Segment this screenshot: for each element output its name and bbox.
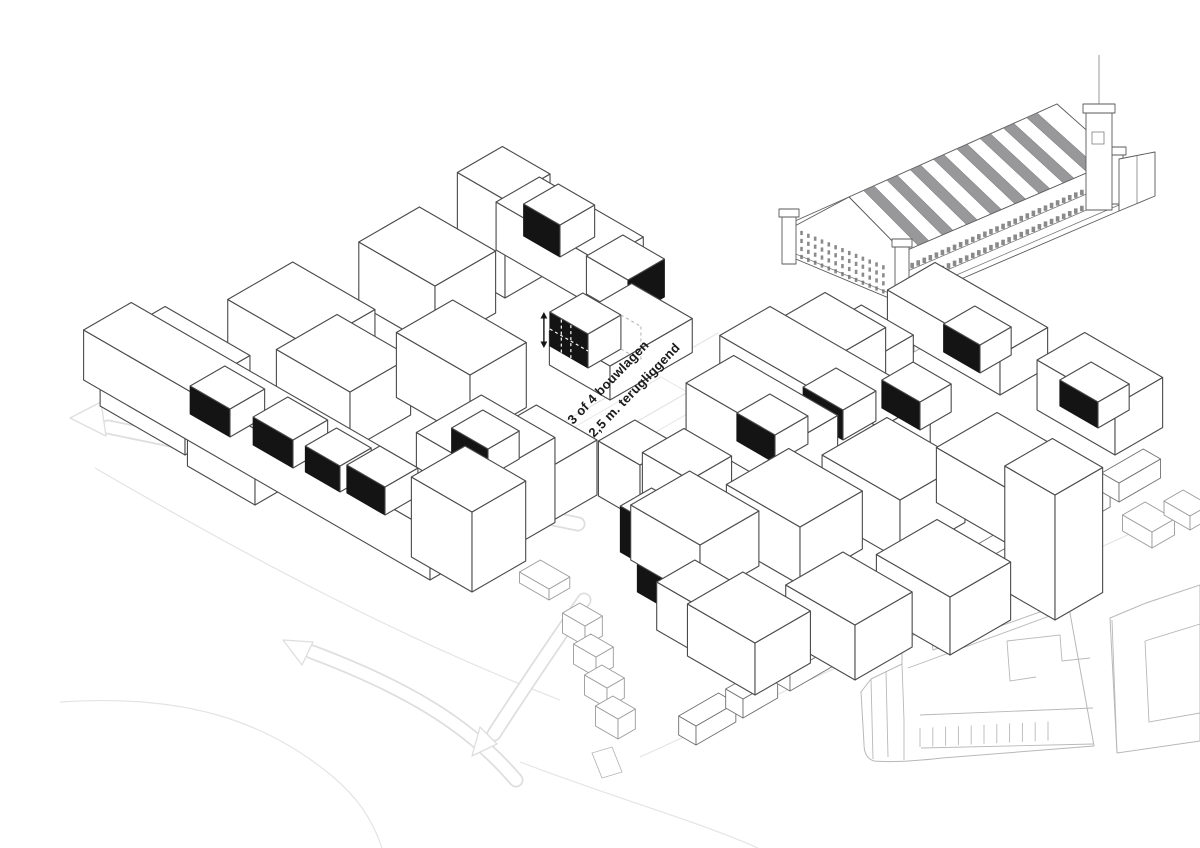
building-volume xyxy=(1122,501,1175,549)
building-volume xyxy=(523,183,596,258)
building-volume xyxy=(686,571,811,696)
building-volume xyxy=(1101,448,1162,503)
building-volume xyxy=(346,445,419,516)
building-volume xyxy=(1059,361,1130,429)
left-building-cluster xyxy=(83,145,693,593)
building-volume xyxy=(875,518,1012,656)
building-volume xyxy=(881,361,952,431)
building-volume xyxy=(943,305,1012,374)
building-volume xyxy=(519,559,571,601)
building-volume xyxy=(410,445,527,593)
building-volume xyxy=(595,695,636,740)
right-building-cluster xyxy=(597,261,1164,696)
factory-hall-building xyxy=(778,55,1156,305)
building-volume xyxy=(189,365,266,438)
building-volume xyxy=(1163,489,1200,531)
building-volume xyxy=(540,292,642,369)
building-volume xyxy=(1004,437,1104,621)
